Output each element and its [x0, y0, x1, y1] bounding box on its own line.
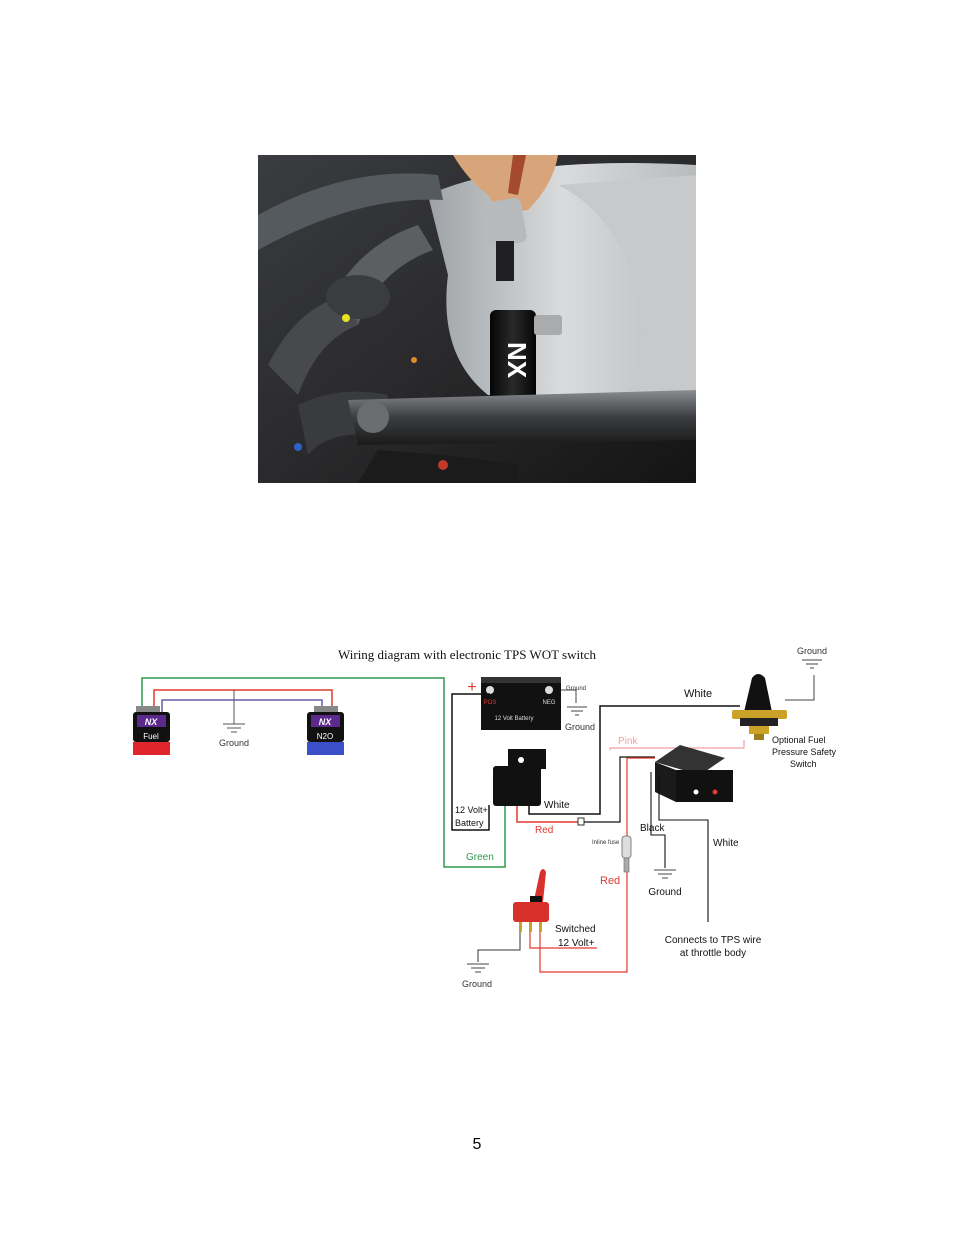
nx-logo-text: NX — [502, 342, 532, 379]
tps-label-1: Connects to TPS wire — [665, 935, 762, 946]
diagram-title: Wiring diagram with electronic TPS WOT s… — [338, 647, 596, 662]
battery-plus-sign: + — [467, 679, 476, 696]
switched-label-2: 12 Volt+ — [558, 938, 595, 949]
wot-module — [655, 745, 733, 802]
ground-symbol-battery — [567, 706, 587, 716]
white-wire-label-relay: White — [544, 800, 570, 811]
optional-switch-label-1: Optional Fuel — [772, 735, 826, 745]
red-wire-label-fuse: Red — [600, 875, 620, 887]
red-wire-label-relay: Red — [535, 825, 553, 836]
optional-switch-label-3: Switch — [790, 759, 817, 769]
ground-symbol-left — [223, 723, 245, 733]
wiring-diagram: Wiring diagram with electronic TPS WOT s… — [133, 646, 837, 989]
ground-label-toggle: Ground — [462, 979, 492, 989]
ground-symbol-switch — [802, 659, 822, 669]
inline-fuse — [621, 835, 632, 873]
fuel-solenoid: NX Fuel — [133, 706, 170, 755]
ground-symbol-toggle — [467, 963, 489, 973]
page-number: 5 — [472, 1136, 482, 1153]
ground-symbol-module — [654, 869, 676, 879]
ground-label-module: Ground — [648, 887, 681, 898]
n2o-solenoid: NX N2O — [307, 706, 344, 755]
toggle-switch — [513, 869, 549, 932]
black-wire-label: Black — [640, 823, 665, 834]
switched-label-1: Switched — [555, 924, 596, 935]
relay-battery-label-1: 12 Volt+ — [455, 805, 488, 815]
battery-pos-label: POS — [484, 700, 497, 706]
fuel-solenoid-label: Fuel — [143, 732, 159, 741]
engine-photo: NX — [258, 155, 696, 483]
n2o-solenoid-logo: NX — [319, 717, 332, 727]
ground-label-switch: Ground — [797, 646, 827, 656]
fuel-pressure-switch — [732, 674, 787, 740]
relay-battery-label-2: Battery — [455, 818, 484, 828]
battery-ground-label: Ground — [565, 722, 595, 732]
battery-neg-label: NEG — [542, 700, 555, 706]
pink-wire-label: Pink — [618, 736, 638, 747]
battery-name-label: 12 Volt Battery — [494, 716, 533, 722]
battery-ground-small-label: Ground — [566, 686, 586, 692]
tps-label-2: at throttle body — [680, 948, 746, 959]
relay — [493, 749, 546, 806]
fuel-solenoid-logo: NX — [145, 717, 158, 727]
optional-switch-label-2: Pressure Safety — [772, 747, 837, 757]
white-wire-label-top: White — [684, 688, 712, 700]
n2o-solenoid-label: N2O — [317, 732, 333, 741]
inline-fuse-label: Inline fuse — [592, 840, 620, 846]
green-wire-label: Green — [466, 852, 494, 863]
ground-label-left: Ground — [219, 738, 249, 748]
battery: POS NEG 12 Volt Battery — [481, 677, 561, 730]
white-wire-label-tps: White — [713, 838, 739, 849]
